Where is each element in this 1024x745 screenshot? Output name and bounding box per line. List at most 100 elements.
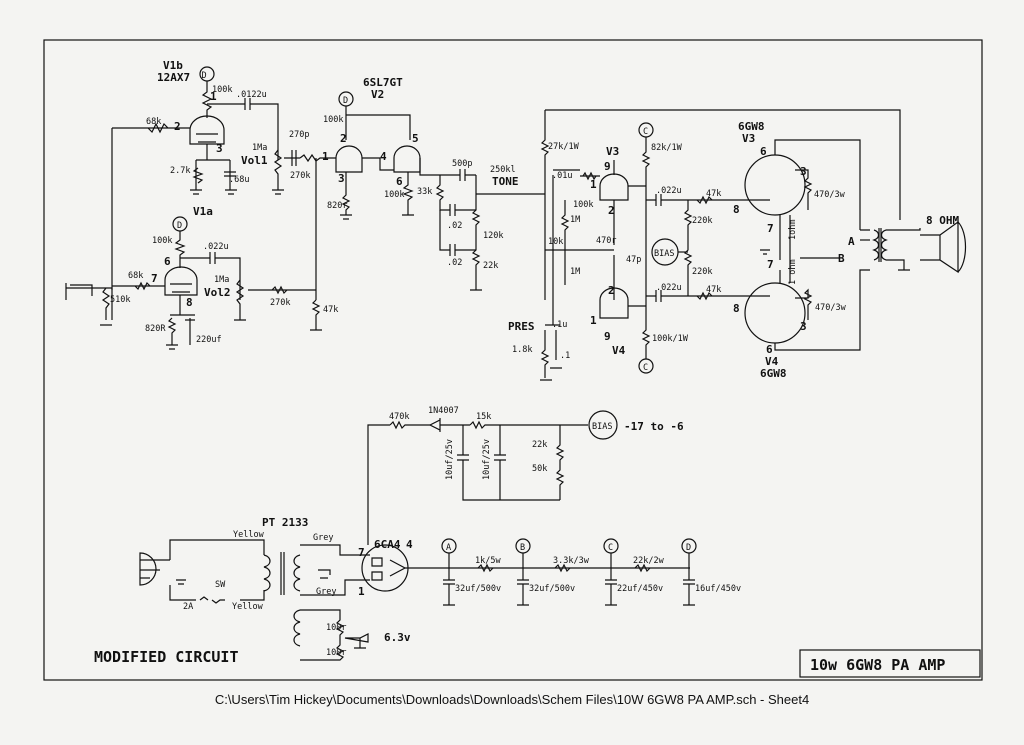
comp-label: 1.8k [512,345,532,355]
comp-label: 270p [289,130,309,140]
comp-label: TONE [492,175,519,188]
pin: 7 [767,258,774,271]
pin: 5 [412,132,419,145]
comp-label: 100k/1W [652,334,689,344]
comp-label: BIAS [654,249,674,259]
node-b-label: B [520,543,525,553]
comp-label: 22k [532,440,547,450]
comp-label: Vol2 [204,286,231,299]
bias-network [646,194,760,302]
pin: 2 [608,284,615,297]
comp-label: 820R [145,324,166,334]
phase-inverter [540,109,901,381]
pin: 6 [766,343,773,356]
comp-label: 15k [476,412,491,422]
comp-label: 32uf/500v [529,584,575,594]
comp-label: 1N4007 [428,406,459,416]
comp-label: Grey [316,587,336,597]
node-b-label: B [838,252,845,265]
node-c-label: C [643,127,648,137]
comp-label: 100r [326,648,346,658]
comp-label: 50k [532,464,547,474]
pin: 8 [733,302,740,315]
pin: 6 [760,145,767,158]
comp-label: 470/3w [815,303,847,313]
comp-label: 1Ma [252,143,267,153]
comp-label: .0122u [236,90,267,100]
labels: V1b 12AX7 V1a 6SL7GT V2 V3 V4 6GW8 V3 V4… [94,59,959,674]
v4-pentode-name: V4 [765,355,779,368]
comp-label: 33k [417,187,432,197]
comp-label: .68u [229,175,249,185]
node-a-label: A [446,543,451,553]
comp-label: 220uf [196,335,222,345]
pin: 2 [174,120,181,133]
comp-label: .01u [552,171,572,181]
comp-label: 47k [323,305,338,315]
comp-label: 1ohm [788,220,798,240]
comp-label: 120k [483,231,503,241]
pin: 4 [380,150,387,163]
pin: 6 [396,175,403,188]
pin: 2 [608,204,615,217]
comp-label: 100r [326,623,346,633]
rectifier-type: 6CA4 [374,538,401,551]
comp-label: Yellow [233,530,265,540]
comp-label: 3.3k/3w [553,556,590,566]
comp-label: 270k [270,298,290,308]
comp-label: 220k [692,216,712,226]
comp-label: 1M [570,215,580,225]
comp-label: .1 [560,351,570,361]
output-tubes [744,139,967,351]
comp-label: Vol1 [241,154,268,167]
v3-pentode-name: V3 [742,132,755,145]
comp-label: 100k [573,200,593,210]
pin: 7 [358,546,365,559]
comp-label: .02 [447,221,462,231]
comp-label: 47k [706,189,721,199]
comp-label: 100k [323,115,343,125]
v3-type: 6GW8 [738,120,765,133]
v1b-name: V1b [163,59,183,72]
comp-label: 22k [483,261,498,271]
comp-label: 250kl [490,165,516,175]
comp-label: 22k/2w [633,556,665,566]
comp-label: 220k [692,267,712,277]
comp-label: 1 ohm [788,259,798,285]
v1a-stage [65,216,322,350]
pin: 9 [604,160,611,173]
comp-label: .022u [203,242,229,252]
file-path-footer: C:\Users\Tim Hickey\Documents\Downloads\… [214,692,810,707]
pin: 3 [338,172,345,185]
v2-name: V2 [371,88,384,101]
comp-label: 100k [212,85,232,95]
comp-label: SW [215,580,226,590]
comp-label: 27k/1W [548,142,580,152]
comp-label: Grey [313,533,333,543]
title-block-text: 10w 6GW8 PA AMP [810,656,945,674]
node-d-label: D [177,221,182,231]
node-c-label: C [643,363,648,373]
pin: 6 [164,255,171,268]
comp-label: 82k/1W [651,143,683,153]
node-d-label: D [201,71,206,81]
pin: 2 [340,132,347,145]
comp-label: 47p [626,255,641,265]
comp-label: 470r [596,236,616,246]
comp-label: 10k [548,237,563,247]
comp-label: Yellow [232,602,264,612]
node-d-label: D [343,96,348,106]
pin: 4 [406,538,413,551]
comp-label: 16uf/450v [695,584,741,594]
comp-label: .02 [447,258,462,268]
node-d-label: D [686,543,691,553]
pin: 8 [733,203,740,216]
comp-label: 2A [183,602,193,612]
comp-label: 470k [389,412,409,422]
comp-label: 32uf/500v [455,584,501,594]
comp-label: 510k [110,295,130,305]
comp-label: 47k [706,285,721,295]
comp-label: 820r [327,201,347,211]
pin: 3 [216,142,223,155]
